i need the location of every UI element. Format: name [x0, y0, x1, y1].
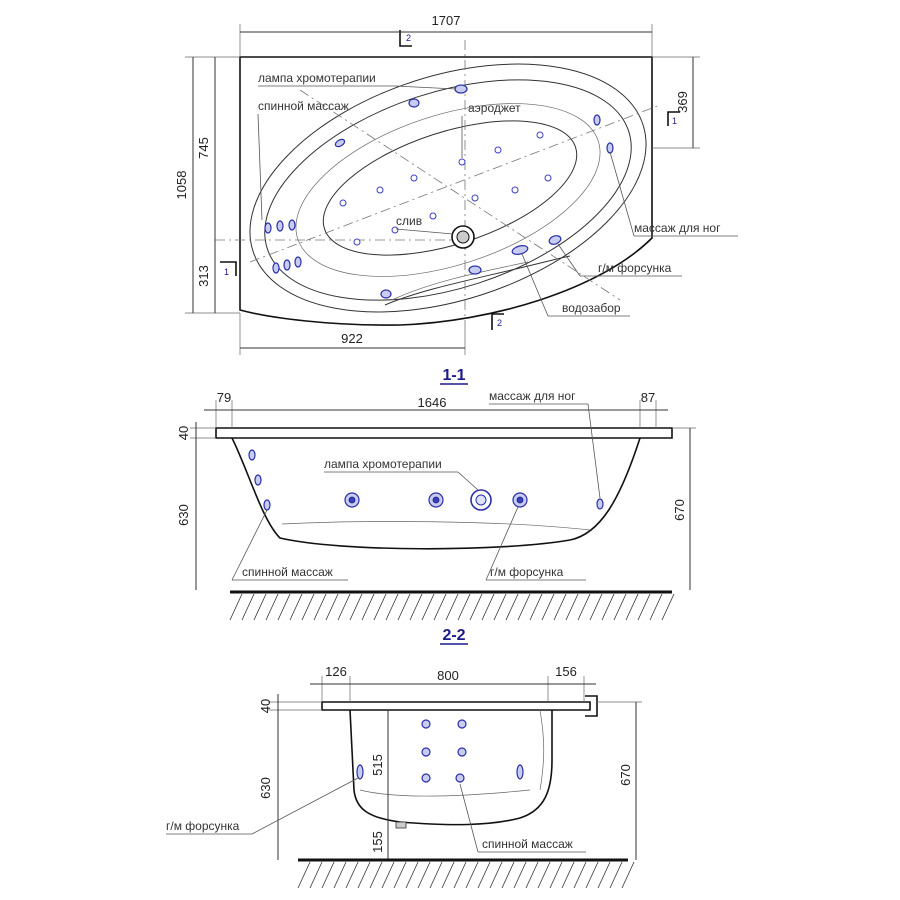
- svg-text:79: 79: [217, 390, 231, 405]
- plan-basin-outer: [264, 79, 632, 301]
- svg-text:800: 800: [437, 668, 459, 683]
- dim-inner-depth: 745: [196, 57, 216, 240]
- section-1-floor-hatch: [229, 593, 675, 621]
- section-2-label-hydromassage: г/м форсунка: [166, 819, 240, 833]
- section-mark-1-left: 1: [220, 261, 237, 277]
- plan-outer-contour: [239, 56, 653, 326]
- svg-text:1646: 1646: [418, 395, 447, 410]
- plan-label-foot-massage: массаж для ног: [634, 221, 721, 235]
- section-2-dims: 126 800 156 40 630 515 155 670: [258, 664, 642, 860]
- plan-label-aerojet: аэроджет: [468, 101, 521, 115]
- section-mark-2-bottom: 2: [491, 313, 504, 330]
- plan-view: 2 2 1 1: [174, 13, 738, 355]
- svg-text:126: 126: [325, 664, 347, 679]
- plan-label-back-massage: спинной массаж: [258, 99, 349, 113]
- plan-label-drain: слив: [396, 214, 422, 228]
- dim-bottom-offset: 313: [196, 240, 216, 313]
- svg-text:670: 670: [618, 764, 633, 786]
- section-1-jets: [248, 449, 604, 511]
- plan-seat-inner: [391, 261, 529, 301]
- section-1-bottom: [281, 521, 591, 531]
- section-2-body: [349, 709, 553, 826]
- dim-right-offset: 369: [652, 56, 700, 149]
- section-mark-1-right: 1: [667, 111, 680, 126]
- section-2-jets: [356, 719, 524, 783]
- svg-text:745: 745: [196, 137, 211, 159]
- plan-jets: [264, 84, 614, 299]
- svg-text:87: 87: [641, 390, 655, 405]
- svg-text:1058: 1058: [174, 171, 189, 200]
- drain-icon: [451, 225, 475, 249]
- svg-text:1: 1: [672, 116, 677, 126]
- svg-text:670: 670: [672, 499, 687, 521]
- svg-text:630: 630: [258, 777, 273, 799]
- svg-text:630: 630: [176, 504, 191, 526]
- dim-total-width: 1058: [174, 56, 240, 314]
- section-mark-2-top: 2: [399, 30, 412, 47]
- svg-text:156: 156: [555, 664, 577, 679]
- plan-basin-bottom: [322, 120, 578, 256]
- plan-label-chromotherapy: лампа хромотерапии: [258, 71, 376, 85]
- svg-text:515: 515: [370, 754, 385, 776]
- svg-text:1707: 1707: [432, 13, 461, 28]
- section-2-2: 2-2 126 800 156: [166, 627, 642, 889]
- svg-text:40: 40: [176, 426, 191, 440]
- plan-label-water-intake: водозабор: [562, 301, 621, 315]
- plan-basin-middle: [295, 103, 601, 277]
- plan-rim: [249, 63, 647, 313]
- plan-seat: [384, 255, 571, 306]
- section-1-body: [231, 437, 641, 550]
- section-1-title: 1-1: [442, 367, 465, 384]
- svg-text:155: 155: [370, 831, 385, 853]
- dim-total-length: 1707: [239, 13, 653, 57]
- svg-text:313: 313: [196, 265, 211, 287]
- section-1-label-hydromassage: г/м форсунка: [490, 565, 564, 579]
- section-2-label-back-massage: спинной массаж: [482, 837, 573, 851]
- section-1-label-back-massage: спинной массаж: [242, 565, 333, 579]
- aerojet-group: [339, 131, 552, 246]
- svg-text:369: 369: [675, 91, 690, 113]
- section-2-floor-hatch: [297, 861, 635, 889]
- svg-text:922: 922: [341, 331, 363, 346]
- section-1-rim: [215, 427, 673, 439]
- section-1-label-chromotherapy: лампа хромотерапии: [324, 457, 442, 471]
- section-2-leg: [395, 821, 407, 829]
- section-2-rim: [321, 701, 591, 711]
- plan-label-hydromassage: г/м форсунка: [598, 261, 672, 275]
- section-1-label-foot-massage: массаж для ног: [489, 389, 576, 403]
- section-1-1: 1-1 79 1646 87: [176, 367, 696, 621]
- section-1-dims: 79 1646 87 40 630 670: [176, 390, 696, 590]
- section-2-title: 2-2: [442, 627, 465, 644]
- svg-text:2: 2: [406, 33, 411, 43]
- svg-text:1: 1: [224, 267, 229, 277]
- svg-text:40: 40: [258, 699, 273, 713]
- dim-center-distance: 922: [239, 313, 466, 355]
- svg-text:2: 2: [497, 318, 502, 328]
